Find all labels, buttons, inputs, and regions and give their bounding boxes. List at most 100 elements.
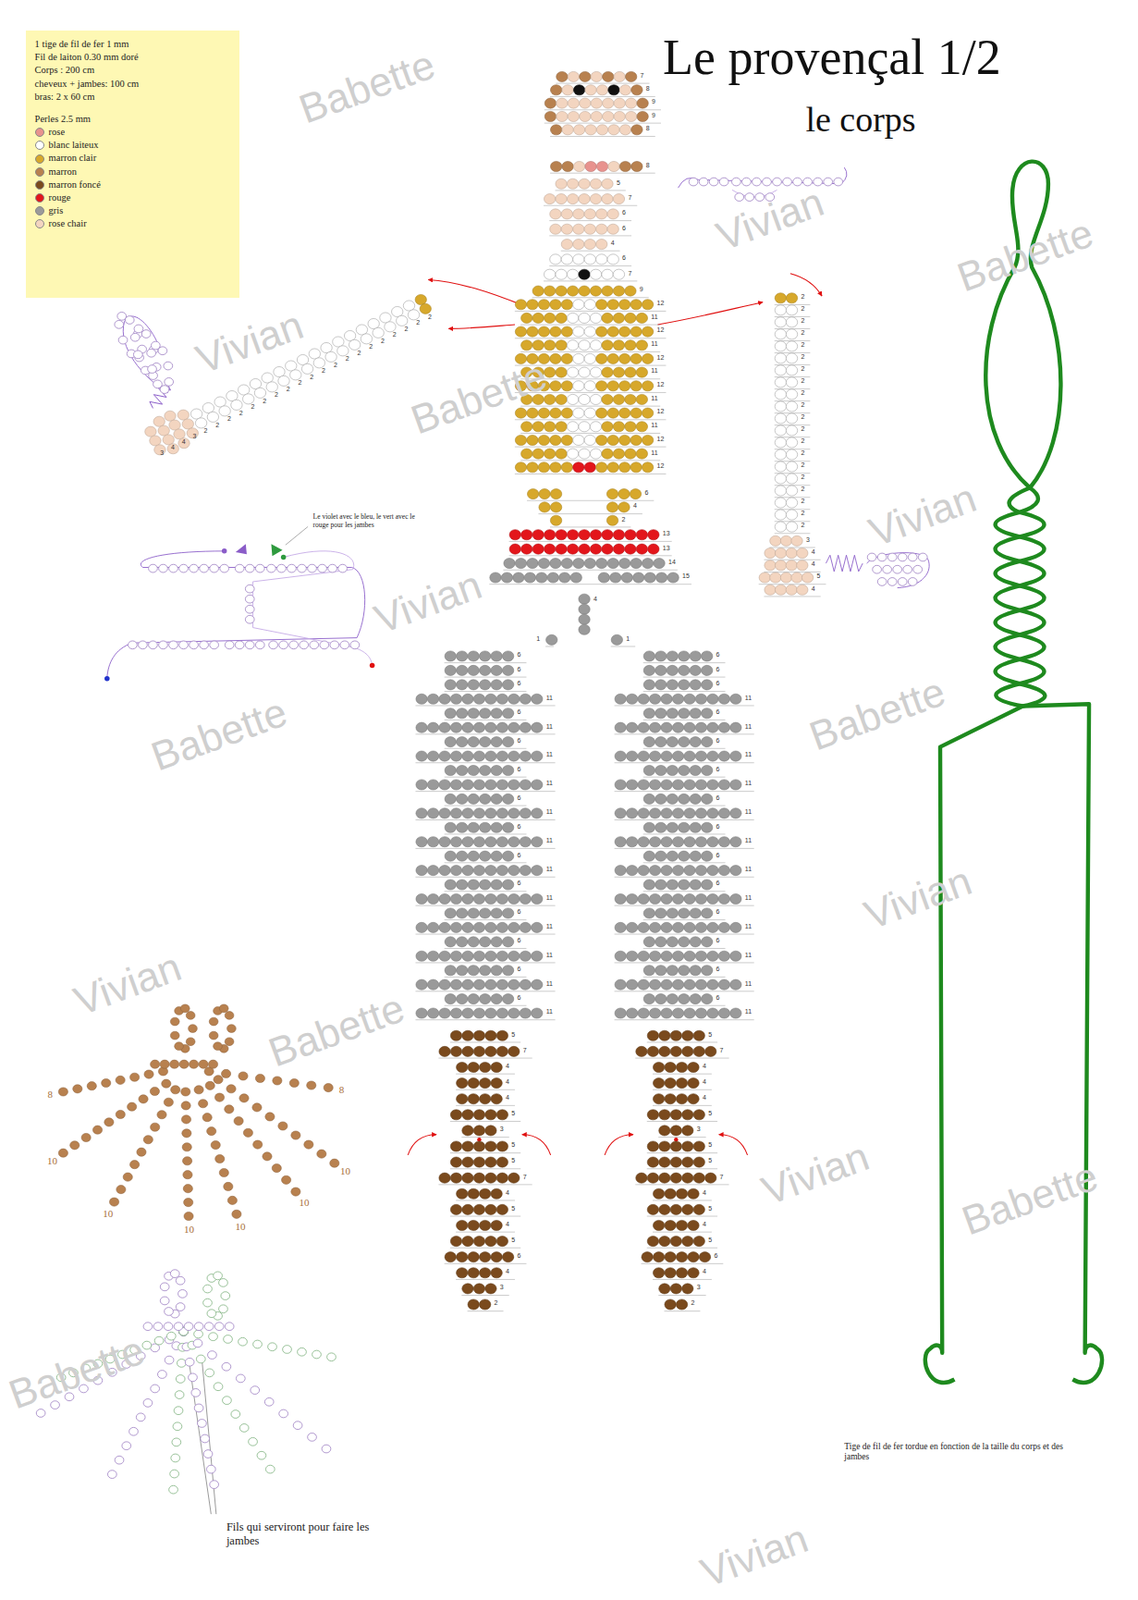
bead bbox=[636, 529, 648, 540]
bead bbox=[175, 1302, 185, 1311]
bead bbox=[762, 177, 772, 186]
row-rule bbox=[614, 790, 755, 792]
bead bbox=[785, 560, 797, 571]
bead bbox=[450, 779, 462, 790]
bead-count: 2 bbox=[800, 341, 805, 348]
bead bbox=[508, 1045, 520, 1056]
row-rule bbox=[415, 990, 555, 992]
bead bbox=[473, 1156, 485, 1167]
bead bbox=[198, 1099, 209, 1108]
bead bbox=[636, 448, 648, 459]
bead bbox=[154, 1335, 164, 1345]
bead bbox=[427, 693, 439, 704]
bead bbox=[171, 1437, 182, 1446]
bead bbox=[473, 865, 485, 876]
bead bbox=[519, 865, 531, 876]
bead bbox=[427, 978, 439, 990]
bead bbox=[450, 1156, 462, 1167]
row-rule bbox=[415, 733, 555, 735]
bead bbox=[291, 1186, 301, 1196]
bead bbox=[462, 950, 474, 961]
bead bbox=[550, 353, 562, 364]
bead bbox=[138, 640, 148, 649]
bead bbox=[655, 879, 667, 890]
bead bbox=[718, 1007, 730, 1018]
legend-swatch bbox=[35, 154, 45, 164]
bead bbox=[478, 1093, 490, 1104]
bead bbox=[774, 365, 786, 376]
bead bbox=[693, 1045, 705, 1056]
bead bbox=[877, 577, 887, 587]
bead-count: 10 bbox=[340, 1164, 351, 1175]
bead bbox=[774, 584, 786, 595]
bead bbox=[148, 640, 159, 649]
bead bbox=[379, 312, 392, 323]
legend-swatch bbox=[35, 219, 45, 229]
bead bbox=[774, 425, 786, 436]
bead bbox=[660, 865, 673, 876]
bead bbox=[456, 650, 468, 661]
bead bbox=[637, 978, 649, 990]
bead bbox=[893, 564, 903, 574]
row-rule bbox=[643, 861, 726, 863]
bead bbox=[659, 1029, 671, 1041]
bead-count: 2 bbox=[800, 497, 805, 504]
bead bbox=[641, 380, 653, 392]
bead bbox=[450, 1203, 462, 1214]
row-rule bbox=[550, 96, 656, 98]
bead bbox=[695, 893, 707, 904]
bead bbox=[641, 326, 653, 337]
bead bbox=[618, 407, 630, 418]
row-rule bbox=[643, 832, 726, 834]
bead bbox=[473, 921, 485, 932]
bead bbox=[456, 736, 468, 747]
bead bbox=[614, 779, 626, 790]
bead-count: 6 bbox=[716, 851, 721, 858]
bead bbox=[791, 535, 803, 546]
row-rule bbox=[520, 432, 661, 434]
bead bbox=[450, 807, 462, 819]
row-rule bbox=[444, 690, 527, 692]
bead bbox=[555, 312, 567, 323]
bead bbox=[489, 572, 502, 583]
bead bbox=[774, 473, 786, 484]
bead bbox=[589, 543, 601, 554]
bead bbox=[689, 650, 701, 661]
bead bbox=[496, 865, 508, 876]
bead bbox=[514, 462, 527, 473]
bead bbox=[536, 572, 548, 583]
bead bbox=[660, 779, 673, 790]
bead bbox=[514, 299, 527, 310]
bead bbox=[561, 462, 573, 473]
bead bbox=[439, 1007, 451, 1018]
bead bbox=[672, 950, 684, 961]
bead bbox=[701, 664, 713, 675]
bead bbox=[774, 461, 786, 472]
bead bbox=[427, 1007, 439, 1018]
bead bbox=[641, 462, 653, 473]
bead bbox=[531, 865, 543, 876]
bead bbox=[297, 563, 307, 573]
bead bbox=[573, 85, 585, 96]
bead bbox=[655, 821, 667, 833]
bead bbox=[158, 425, 170, 436]
bead bbox=[162, 434, 174, 445]
bead bbox=[173, 428, 185, 440]
bead bbox=[289, 1077, 299, 1087]
bead bbox=[555, 543, 567, 554]
bead bbox=[666, 793, 678, 804]
bead bbox=[462, 1156, 474, 1167]
bead bbox=[496, 950, 508, 961]
bead bbox=[602, 97, 614, 109]
bead bbox=[496, 1156, 508, 1167]
bead bbox=[58, 1087, 68, 1096]
bead bbox=[672, 750, 684, 761]
bead bbox=[207, 1309, 217, 1318]
bead bbox=[521, 543, 533, 554]
watermark: Babette bbox=[956, 1154, 1103, 1241]
bead bbox=[501, 664, 514, 675]
bead bbox=[625, 836, 637, 847]
watermark: Babette bbox=[952, 211, 1099, 298]
bead bbox=[732, 177, 742, 186]
bead bbox=[290, 369, 302, 380]
